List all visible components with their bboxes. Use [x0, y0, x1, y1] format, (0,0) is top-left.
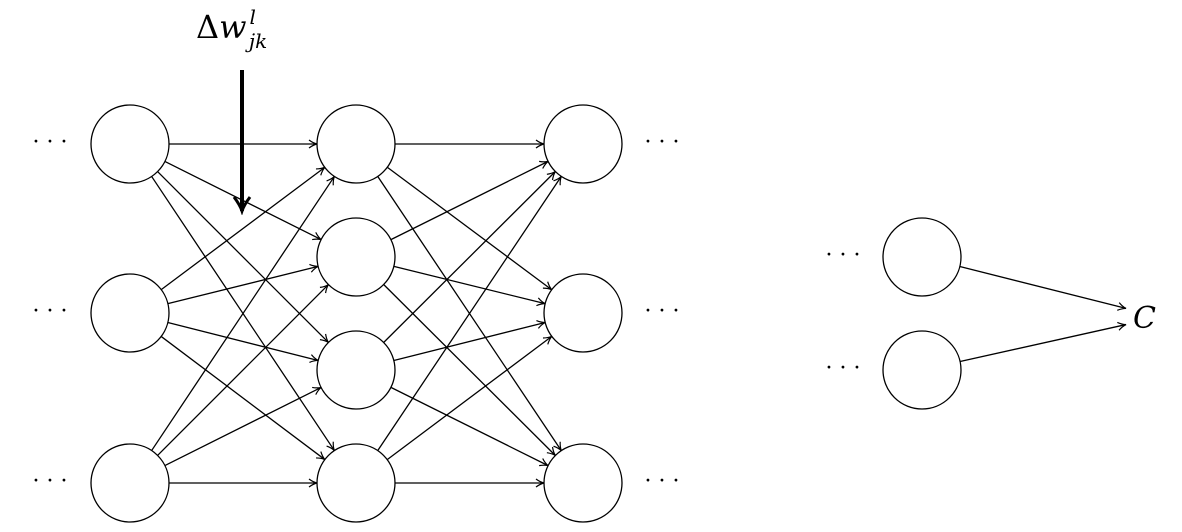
weight-edge [167, 321, 319, 363]
weight-edge [160, 335, 326, 461]
neuron-layer-2 [316, 443, 396, 523]
weight-edge [390, 160, 549, 241]
cost-edge [959, 321, 1127, 363]
neuron-layer-3 [543, 443, 623, 523]
weight-edge [383, 284, 556, 457]
weight-edge [164, 386, 322, 467]
weight-edge [157, 284, 329, 456]
neuron-layer-1 [90, 104, 170, 184]
output-neuron [882, 330, 962, 410]
ellipsis: · · · [826, 243, 861, 268]
weight-edge [160, 166, 326, 291]
weight-edge [393, 320, 546, 362]
neuron-layer-2 [316, 217, 396, 297]
output-neuron [882, 217, 962, 297]
weight-edge [386, 335, 553, 461]
weight-edge [377, 175, 562, 451]
weight-edge [386, 166, 553, 291]
ellipses: · · · · · · · · · · · · · · · · · · · · · · · · [33, 130, 861, 494]
weight-edge [167, 263, 319, 305]
neuron-layer-3 [543, 104, 623, 184]
ellipsis: · · · [33, 469, 68, 494]
ellipsis: · · · [645, 299, 680, 324]
nodes [90, 104, 962, 523]
neuron-layer-3 [543, 273, 623, 353]
ellipsis: · · · [645, 130, 680, 155]
neuron-layer-1 [90, 273, 170, 353]
cost-edge [959, 265, 1127, 311]
ellipsis: · · · [645, 469, 680, 494]
ellipsis: · · · [33, 130, 68, 155]
edges [151, 139, 1127, 488]
neuron-layer-2 [316, 104, 396, 184]
ellipsis: · · · [826, 356, 861, 381]
weight-edge [390, 386, 549, 467]
ellipsis: · · · [33, 299, 68, 324]
weight-edge [393, 265, 546, 307]
weight-edge [383, 170, 556, 343]
neuron-layer-1 [90, 443, 170, 523]
cost-label: C [1133, 301, 1156, 336]
weight-edge [151, 175, 335, 451]
neuron-layer-2 [316, 330, 396, 410]
